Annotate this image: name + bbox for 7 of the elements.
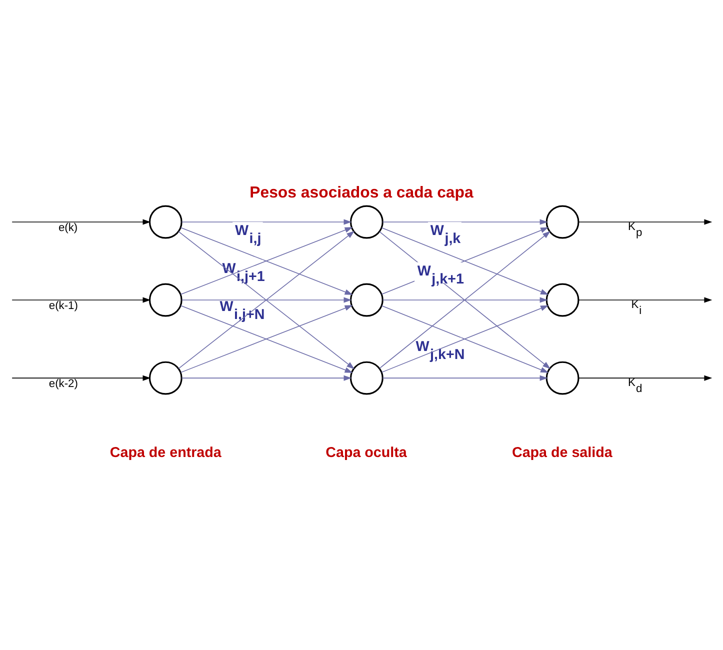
edge-label: e(k-2) (48, 377, 78, 390)
label: Capa oculta (326, 444, 407, 461)
label: Capa de salida (512, 444, 612, 461)
label: Capa de entrada (110, 444, 222, 461)
edge-label: e(k) (58, 221, 78, 234)
edge-label: e(k-1) (48, 299, 78, 312)
diagram-title: Pesos asociados a cada capa (250, 184, 474, 201)
